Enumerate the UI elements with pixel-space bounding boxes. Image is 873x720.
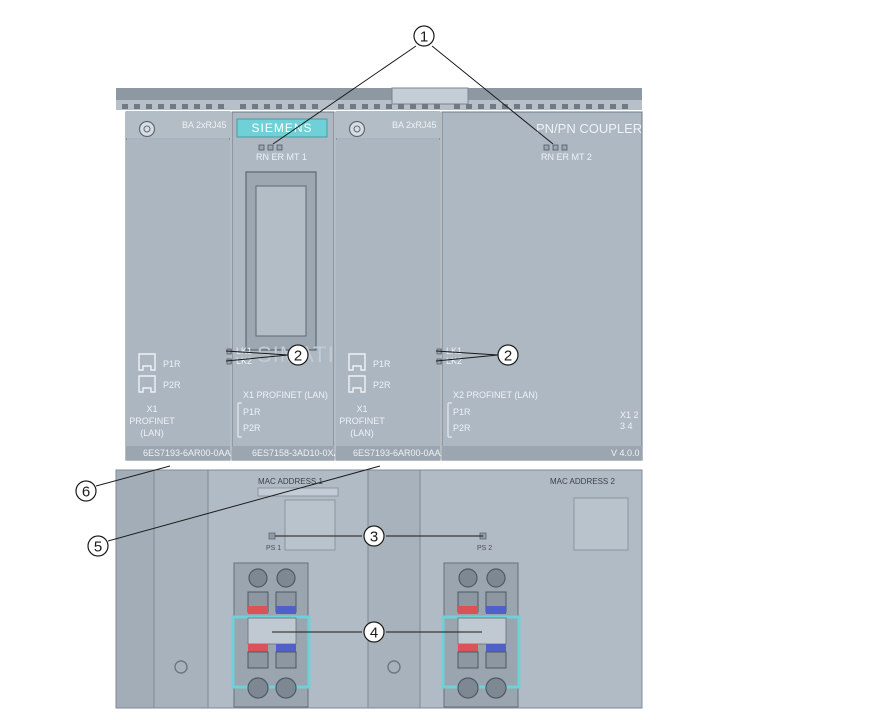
callout-2-right: 2 (497, 344, 519, 366)
bus-adapter-2-port-1: P1R (373, 359, 391, 369)
rj45-port-icon (138, 353, 156, 371)
bus-adapter-1-order-number: 6ES7193-6AR00-0AA0 (143, 448, 236, 458)
bus-adapter-1-interface: X1 (146, 404, 157, 414)
bus-adapter-screw-icon (348, 120, 366, 138)
interface-module-1[interactable]: SIEMENS RN ER MT 1 SIMATIC LK1 LK2 X1 PR… (226, 111, 352, 461)
screw-icon (387, 660, 401, 674)
module-2-interface: X2 PROFINET (LAN) (453, 390, 538, 400)
bus-adapter-screw-icon (138, 120, 156, 138)
maintenance-led (561, 144, 568, 151)
module-1-interface: X1 PROFINET (LAN) (243, 390, 328, 400)
mac-address-2-field (573, 497, 629, 551)
run-led (258, 144, 265, 151)
bus-adapter-2-port-2: P2R (373, 380, 391, 390)
rj45-port-icon (348, 353, 366, 371)
module-2-status-leds: RN ER MT 2 (541, 152, 592, 162)
callout-lines (95, 45, 554, 633)
callout-4: 4 (363, 621, 385, 643)
module-1-order-number: 6ES7158-3AD10-0XA0 (252, 448, 345, 458)
module-2-lk2-label: LK2 (446, 356, 462, 366)
product-name: PN/PN COUPLER (536, 121, 642, 136)
svg-text:2: 2 (504, 348, 512, 365)
base-unit: MAC ADDRESS 1 MAC ADDRESS 2 PS 1 PS 2 (115, 469, 643, 709)
bus-adapter-1[interactable]: BA 2xRJ45 P1R P2R X1 PROFINET (LAN) 6ES7… (125, 111, 236, 461)
svg-text:PROFINET: PROFINET (339, 416, 385, 426)
module-1-status-leds: RN ER MT 1 (256, 152, 307, 162)
rj45-port-icon (138, 375, 156, 393)
callout-3: 3 (363, 525, 385, 547)
rj45-port-icon (348, 375, 366, 393)
module-1-port-2: P2R (243, 423, 261, 433)
module-2-version: V 4.0.0 (611, 448, 640, 458)
svg-text:(LAN): (LAN) (140, 428, 164, 438)
bus-adapter-2-order-number: 6ES7193-6AR00-0AA0 (353, 448, 446, 458)
svg-text:(LAN): (LAN) (350, 428, 374, 438)
power-led-2-label: PS 2 (477, 545, 492, 552)
mac-address-1-field (284, 499, 336, 551)
brand-logo: SIEMENS (251, 121, 312, 135)
callout-1: 1 (413, 25, 435, 47)
screw-icon (174, 660, 188, 674)
callout-5: 5 (87, 535, 109, 557)
module-2-terminal-row-1: X1 2 (620, 410, 639, 420)
power-led-1-label: PS 1 (266, 545, 281, 552)
error-led (552, 144, 559, 151)
svg-text:3: 3 (370, 529, 378, 546)
terminal-block-2[interactable] (441, 562, 521, 708)
run-led (543, 144, 550, 151)
module-1-lk2-led (226, 358, 232, 365)
module-1-port-1: P1R (243, 407, 261, 417)
module-2-port-2: P2R (453, 423, 471, 433)
terminal-block-1[interactable] (231, 562, 311, 708)
svg-text:6: 6 (82, 484, 90, 501)
maintenance-led (276, 144, 283, 151)
power-led-1 (268, 532, 276, 540)
mac-address-2-label: MAC ADDRESS 2 (550, 477, 615, 486)
module-2-terminal-row-2: 3 4 (620, 421, 633, 431)
module-2-lk2-led (436, 358, 442, 365)
bus-adapter-1-type: BA 2xRJ45 (182, 120, 227, 130)
svg-text:2: 2 (294, 348, 302, 365)
svg-text:5: 5 (94, 539, 102, 556)
module-1-lk2-label: LK2 (236, 356, 252, 366)
mac-address-1-label: MAC ADDRESS 1 (258, 477, 323, 486)
callout-6: 6 (75, 480, 97, 502)
module-2-lk1-label: LK1 (446, 346, 462, 356)
bus-adapter-1-port-2: P2R (163, 380, 181, 390)
callout-2-left: 2 (287, 344, 309, 366)
bus-adapter-2-type: BA 2xRJ45 (392, 120, 437, 130)
svg-text:1: 1 (420, 29, 428, 46)
module-2-port-1: P1R (453, 407, 471, 417)
top-rail (116, 87, 642, 110)
interface-module-2[interactable]: PN/PN COUPLER RN ER MT 2 LK1 LK2 X2 PROF… (436, 111, 643, 461)
module-1-lk1-label: LK1 (236, 346, 252, 356)
svg-text:PROFINET: PROFINET (129, 416, 175, 426)
svg-text:4: 4 (370, 625, 378, 642)
bus-adapter-2[interactable]: BA 2xRJ45 P1R P2R X1 PROFINET (LAN) 6ES7… (335, 111, 446, 461)
bus-adapter-1-port-1: P1R (163, 359, 181, 369)
error-led (267, 144, 274, 151)
bus-adapter-2-interface: X1 (356, 404, 367, 414)
